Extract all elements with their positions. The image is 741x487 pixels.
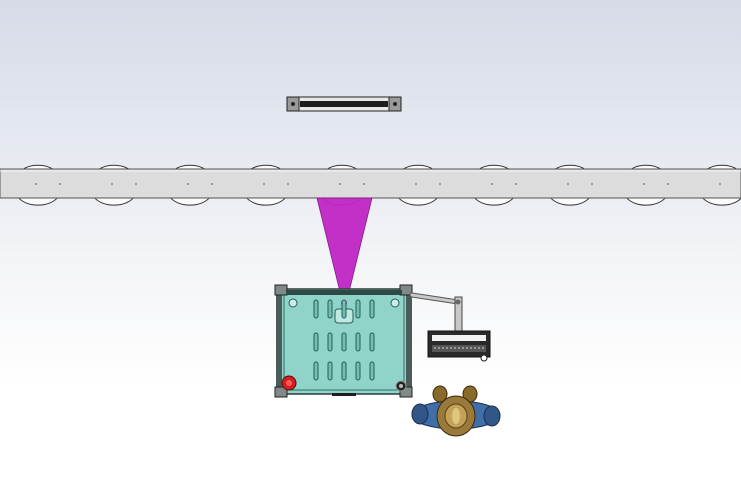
roller-bottom	[397, 196, 439, 206]
roller-mark	[363, 183, 365, 185]
operator-icon	[411, 385, 501, 437]
machine-slot	[369, 299, 375, 319]
roller-bottom	[625, 196, 667, 206]
roller-marks	[35, 183, 721, 185]
roller-mark	[211, 183, 213, 185]
machine-slot	[355, 361, 361, 381]
machine-slot	[341, 361, 347, 381]
roller-mark	[111, 183, 113, 185]
round-button-icon[interactable]	[395, 380, 407, 392]
roller-mark	[415, 183, 417, 185]
roller-mark	[263, 183, 265, 185]
roller-mark	[667, 183, 669, 185]
machine-slot	[341, 299, 347, 319]
machine-slot	[369, 361, 375, 381]
roller-bottom	[169, 196, 211, 206]
monitor-arm	[409, 292, 463, 332]
emergency-stop-icon[interactable]	[281, 375, 297, 391]
roller-bottom	[17, 196, 59, 206]
roller-mark	[491, 183, 493, 185]
overhead-beam[interactable]	[286, 96, 402, 112]
roller-mark	[135, 183, 137, 185]
machine-slot	[327, 361, 333, 381]
machine-slot	[313, 332, 319, 352]
machine-slot	[341, 332, 347, 352]
inspection-cone	[316, 197, 373, 297]
roller-mark	[339, 183, 341, 185]
machine-slot	[327, 332, 333, 352]
roller-mark	[643, 183, 645, 185]
roller-mark	[567, 183, 569, 185]
inspection-machine[interactable]	[274, 284, 413, 398]
roller-mark	[439, 183, 441, 185]
conveyor-belt[interactable]	[0, 168, 741, 199]
roller-bottom	[549, 196, 591, 206]
conveyor-rollers	[17, 164, 741, 206]
roller-bottom	[473, 196, 515, 206]
machine-slot	[313, 361, 319, 381]
roller-mark	[287, 183, 289, 185]
machine-slot	[355, 299, 361, 319]
roller-mark	[515, 183, 517, 185]
machine-slot	[327, 299, 333, 319]
roller-bottom	[701, 196, 741, 206]
machine-slot	[313, 299, 319, 319]
roller-mark	[719, 183, 721, 185]
monitor-icon[interactable]	[427, 330, 491, 362]
roller-mark	[187, 183, 189, 185]
machine-slot	[369, 332, 375, 352]
roller-mark	[591, 183, 593, 185]
roller-bottom	[93, 196, 135, 206]
roller-bottom	[245, 196, 287, 206]
roller-mark	[35, 183, 37, 185]
machine-slot	[355, 332, 361, 352]
roller-mark	[59, 183, 61, 185]
